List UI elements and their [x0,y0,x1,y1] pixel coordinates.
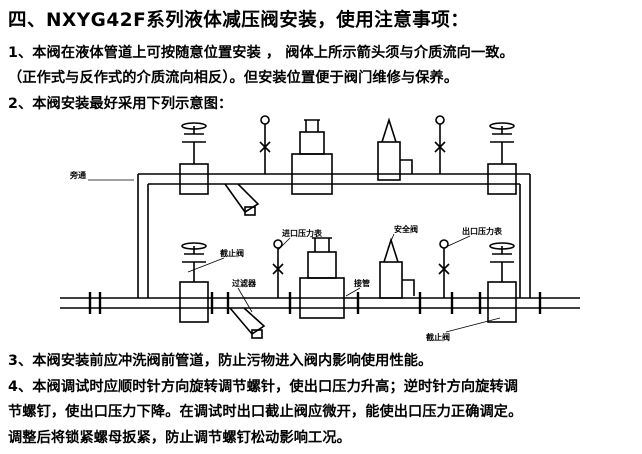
instruction-4-line-1: 4、本阀调试时应顺时针方向旋转调节螺针，使出口压力升高；逆时针方向旋转调 [8,379,519,395]
label-filter: 过滤器 [232,278,257,288]
instruction-1-line-2: （正作式与反作式的介质流向相反）。但安装位置便于阀门维修与保养。 [8,70,459,86]
bypass-safety-valve [377,117,413,181]
inlet-pressure-gauge [272,239,284,298]
label-pipe-joint: 接管 [354,278,370,288]
bypass-stop-valve-left [179,122,209,195]
bypass-filter [224,183,260,216]
bypass-gauge-right [434,115,446,174]
label-safety-valve: 安全阀 [394,224,418,234]
bypass-left-riser [137,174,149,298]
installation-diagram: 旁通 截止阀 过滤器 进口压力表 安全阀 出口压力表 接管 截止阀 [60,115,580,342]
bypass-right-riser [519,174,531,298]
bypass-gauge-left [259,115,271,174]
outlet-pressure-gauge [438,239,450,298]
leader-lines [88,179,501,333]
bypass-pressure-reducing-valve [291,119,333,195]
label-inlet-gauge: 进口压力表 [282,228,323,238]
label-stop-valve-in: 截止阀 [220,248,244,258]
label-stop-valve-out: 截止阀 [426,332,450,342]
inlet-filter [229,307,266,339]
safety-valve [379,237,415,299]
section-title: 四、NXYG42F系列液体减压阀安装，使用注意事项： [8,10,470,31]
instruction-3: 3、本阀安装前应冲洗阀前管道，防止污物进入阀内影响使用性能。 [8,353,433,369]
outlet-stop-valve [487,242,517,323]
label-bypass: 旁通 [69,170,86,180]
label-outlet-gauge: 出口压力表 [462,226,503,236]
instruction-1-line-1: 1、本阀在液体管道上可按随意位置安装 ， 阀体上所示箭头须与介质流向一致。 [8,45,514,61]
instruction-4-line-2: 节螺钉，使出口压力下降。在调试时出口截止阀应微开，能使出口压力正确调定。 [8,404,523,420]
flange-group [88,292,542,314]
bypass-pipe [138,173,530,185]
bypass-stop-valve-right [487,122,517,195]
instruction-4-line-3: 调整后将锁紧螺母扳紧，防止调节螺钉松动影响工况。 [8,430,351,446]
pressure-reducing-valve [299,237,345,319]
inlet-stop-valve [179,242,209,323]
instruction-2: 2、本阀安装最好采用下列示意图： [8,96,233,112]
